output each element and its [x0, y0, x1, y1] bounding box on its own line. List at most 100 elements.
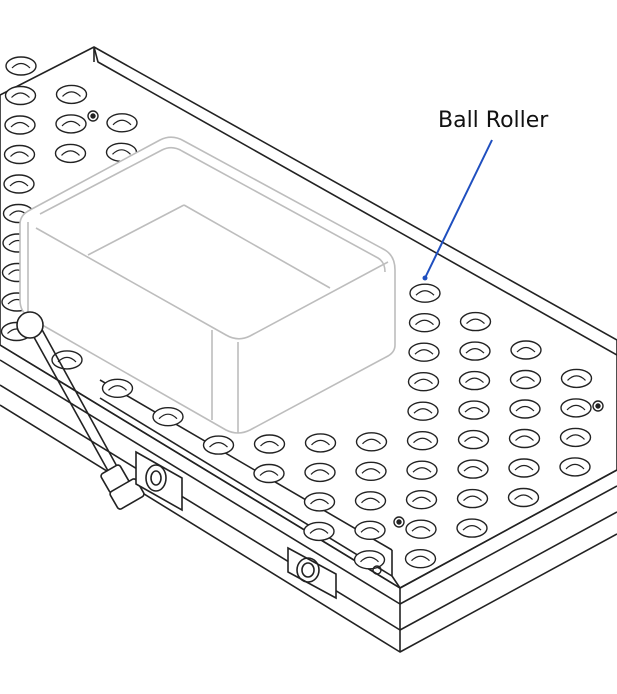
ball-roller-ball	[413, 437, 432, 444]
ball-roller-hole-rim	[560, 398, 592, 418]
ball-roller-ball	[260, 440, 279, 447]
ball-roller-ball	[514, 494, 533, 500]
ball-roller-ball	[414, 349, 434, 355]
ball-roller-ball	[411, 526, 431, 532]
ball-roller-ball	[360, 527, 380, 533]
ball-roller-hole	[101, 378, 134, 398]
ball-roller-ball	[259, 470, 279, 476]
tote-rim-inner	[39, 146, 386, 273]
ball-roller-ball	[310, 498, 329, 505]
ball-roller-hole	[54, 143, 87, 164]
ball-roller-hole-rim	[457, 429, 490, 450]
ball-roller-hole-rim	[458, 370, 491, 391]
ball-roller-ball	[9, 180, 29, 187]
ball-roller-ball	[112, 149, 131, 155]
ball-roller-hole-rim	[404, 549, 437, 569]
ball-roller-ball	[516, 346, 536, 353]
ball-roller-hole-rim	[510, 340, 542, 360]
ball-roller-ball	[566, 434, 585, 440]
ball-roller-hole-rim	[101, 378, 134, 398]
ball-roller-ball	[567, 375, 586, 381]
side-connector-port	[145, 464, 167, 492]
ball-roller-hole	[509, 369, 542, 390]
ball-roller-ball	[311, 439, 330, 446]
ball-roller-hole	[406, 460, 438, 480]
ball-roller-ball	[516, 376, 535, 382]
ball-roller-ball	[412, 467, 432, 473]
ball-roller-ball	[413, 408, 433, 414]
ball-roller-hole-rim	[106, 113, 138, 133]
ball-roller-hole-rim	[354, 491, 387, 511]
side-connector-housing	[135, 450, 183, 512]
ball-roller-ball	[412, 496, 431, 503]
ball-roller-hole	[407, 401, 439, 421]
ball-roller-hole	[508, 458, 540, 478]
ball-roller-ball	[411, 555, 430, 562]
ball-roller-hole	[354, 491, 387, 511]
ball-roller-hole-rim	[354, 520, 386, 540]
ball-roller-hole-rim	[355, 461, 387, 481]
front-connector-port-inner	[301, 562, 315, 578]
ball-roller-hole-rim	[55, 84, 88, 105]
ball-roller-ball	[310, 469, 330, 475]
ball-roller-hole-rim	[51, 350, 83, 370]
ball-roller-hole-rim	[458, 400, 490, 420]
ball-roller-hole	[404, 549, 437, 569]
ball-roller-hole	[355, 461, 387, 481]
callout-leader-line	[424, 139, 493, 279]
ball-roller-hole-rim	[508, 428, 541, 449]
ball-roller-grid	[0, 56, 593, 570]
ball-roller-hole	[405, 490, 438, 510]
ball-roller-hole-rim	[303, 492, 336, 512]
ball-roller-hole	[303, 492, 336, 512]
ball-roller-hole	[509, 399, 541, 419]
ball-roller-ball	[515, 435, 534, 441]
ball-roller-hole-rim	[408, 342, 440, 362]
ball-roller-ball	[463, 495, 482, 502]
ball-roller-hole	[459, 341, 491, 361]
ball-roller-hole-rim	[456, 518, 488, 538]
screw-right-inner	[595, 403, 601, 409]
ball-roller-ball	[11, 92, 30, 98]
ball-roller-hole-rim	[353, 550, 386, 570]
front-connector-housing	[287, 546, 337, 600]
ball-roller-hole	[355, 432, 388, 452]
screw-back-inner	[90, 113, 96, 119]
back-lip	[93, 46, 617, 356]
ball-roller-hole	[559, 457, 591, 477]
ball-roller-ball	[415, 319, 434, 326]
tote-rim-front	[35, 227, 389, 340]
ball-roller-ball	[465, 348, 485, 354]
ball-roller-ball	[566, 404, 586, 411]
ball-roller-hole	[55, 114, 87, 134]
ball-roller-hole-rim	[407, 401, 439, 421]
ball-roller-hole	[3, 174, 35, 194]
side-strip-bottom	[99, 397, 393, 577]
ball-roller-hole	[406, 431, 439, 451]
ball-roller-hole-rim	[459, 311, 492, 332]
ball-roller-hole	[507, 487, 540, 508]
ball-roller-hole-rim	[152, 407, 184, 427]
ball-roller-hole-rim	[406, 431, 439, 451]
side-strip-top	[99, 379, 393, 551]
callout-leader-dot	[422, 275, 428, 281]
ball-roller-ball	[361, 497, 380, 504]
ball-roller-hole-rim	[303, 521, 335, 542]
ball-roller-hole-rim	[4, 115, 36, 135]
ball-roller-hole	[4, 85, 37, 106]
ball-roller-hole	[304, 433, 337, 453]
ball-roller-ball	[415, 290, 435, 296]
ball-roller-hole	[459, 311, 492, 332]
tote-box	[19, 136, 396, 434]
ball-roller-hole-rim	[507, 487, 540, 508]
ball-roller-hole-rim	[509, 399, 541, 419]
lever-shaft-a	[29, 329, 113, 479]
ball-roller-hole-rim	[509, 369, 542, 390]
ball-roller-ball	[209, 442, 228, 448]
screw-corner	[372, 565, 382, 575]
ball-roller-ball	[464, 407, 484, 413]
tote-rim-outer	[19, 136, 396, 434]
screw-front	[393, 516, 405, 528]
front-connector-port	[296, 557, 320, 583]
